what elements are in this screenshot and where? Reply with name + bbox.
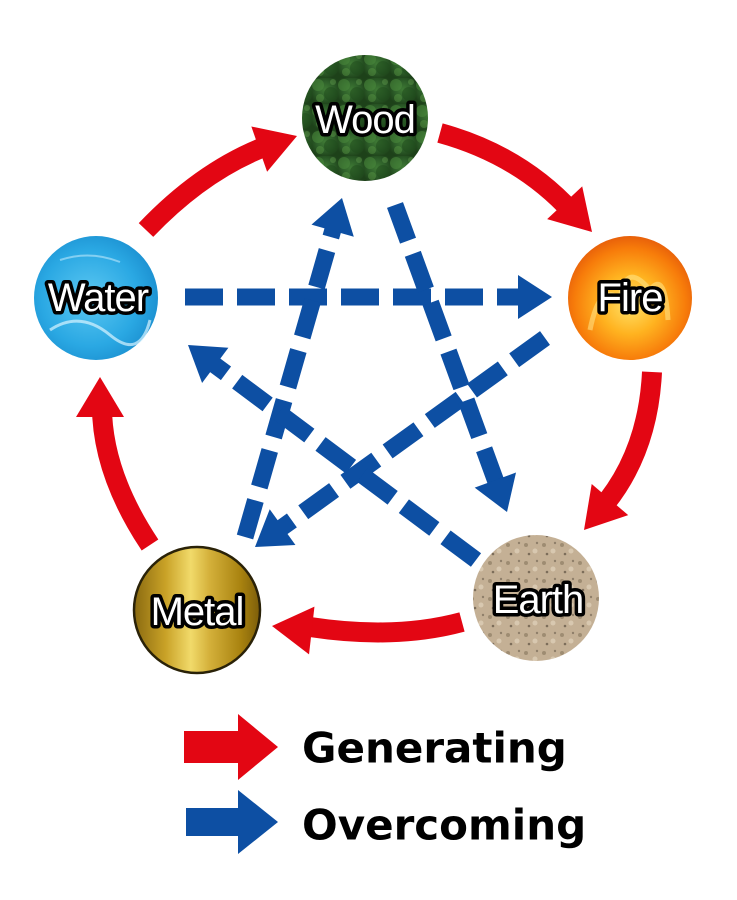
arrowhead-icon [584, 483, 629, 530]
dashed-line [208, 357, 482, 567]
curved-shaft [138, 134, 276, 237]
legend-overcoming-label: Overcoming [302, 801, 586, 850]
overcoming-arrow-metal-to-wood [236, 198, 354, 540]
generating-arrow-water-to-wood [138, 126, 297, 237]
water-label: Water [48, 276, 149, 320]
element-node-wood: Wood [302, 55, 428, 181]
arrowhead-icon [474, 472, 517, 512]
earth-circle [473, 535, 599, 661]
generating-arrow-metal-to-water [76, 377, 159, 551]
wood-circle [302, 55, 428, 181]
wood-label: Wood [315, 98, 415, 142]
element-node-water: Water [34, 236, 158, 360]
generating-arrow-fire-to-earth [584, 371, 662, 530]
arrowhead-icon [311, 198, 354, 237]
curved-shaft [437, 123, 580, 219]
dashed-line [236, 226, 342, 540]
earth-label: Earth [493, 578, 584, 622]
water-ripple [49, 319, 152, 346]
generating-arrow-wood-to-fire [437, 123, 592, 232]
arrowhead-icon [188, 345, 229, 383]
arrowhead-icon [255, 509, 296, 547]
arrowhead-icon [518, 275, 552, 319]
curved-shaft [91, 399, 159, 551]
metal-label: Metal [151, 590, 244, 634]
water-circle [34, 236, 158, 360]
blue-arrow-icon [186, 790, 278, 854]
metal-circle [132, 545, 262, 675]
generating-arrow-earth-to-metal [272, 606, 465, 655]
red-arrow-icon [184, 714, 278, 780]
arrowhead-icon [251, 126, 297, 172]
element-node-earth: Earth [473, 535, 599, 661]
curved-shaft [308, 612, 465, 643]
overcoming-arrow-wood-to-earth [387, 202, 517, 512]
overcoming-arrow-earth-to-water [188, 345, 482, 567]
legend-item-generating: Generating [184, 714, 567, 780]
element-node-fire: Fire [568, 236, 692, 360]
arrowhead-icon [272, 606, 315, 655]
generating-cycle [76, 123, 662, 655]
legend-generating-label: Generating [302, 724, 567, 773]
overcoming-cycle [185, 198, 552, 567]
overcoming-arrow-fire-to-metal [255, 331, 550, 547]
dashed-line [275, 331, 550, 536]
water-ripple [59, 254, 121, 263]
flame-streak [587, 274, 671, 331]
fire-label: Fire [598, 276, 663, 320]
overcoming-arrow-water-to-fire [185, 275, 552, 319]
arrowhead-icon [76, 377, 124, 417]
arrowhead-icon [547, 186, 592, 232]
legend-item-overcoming: Overcoming [186, 790, 586, 854]
curved-shaft [592, 371, 662, 517]
fire-circle [568, 236, 692, 360]
legend: Generating Overcoming [184, 714, 586, 854]
dashed-line [387, 202, 505, 485]
element-node-metal: Metal [132, 545, 262, 675]
